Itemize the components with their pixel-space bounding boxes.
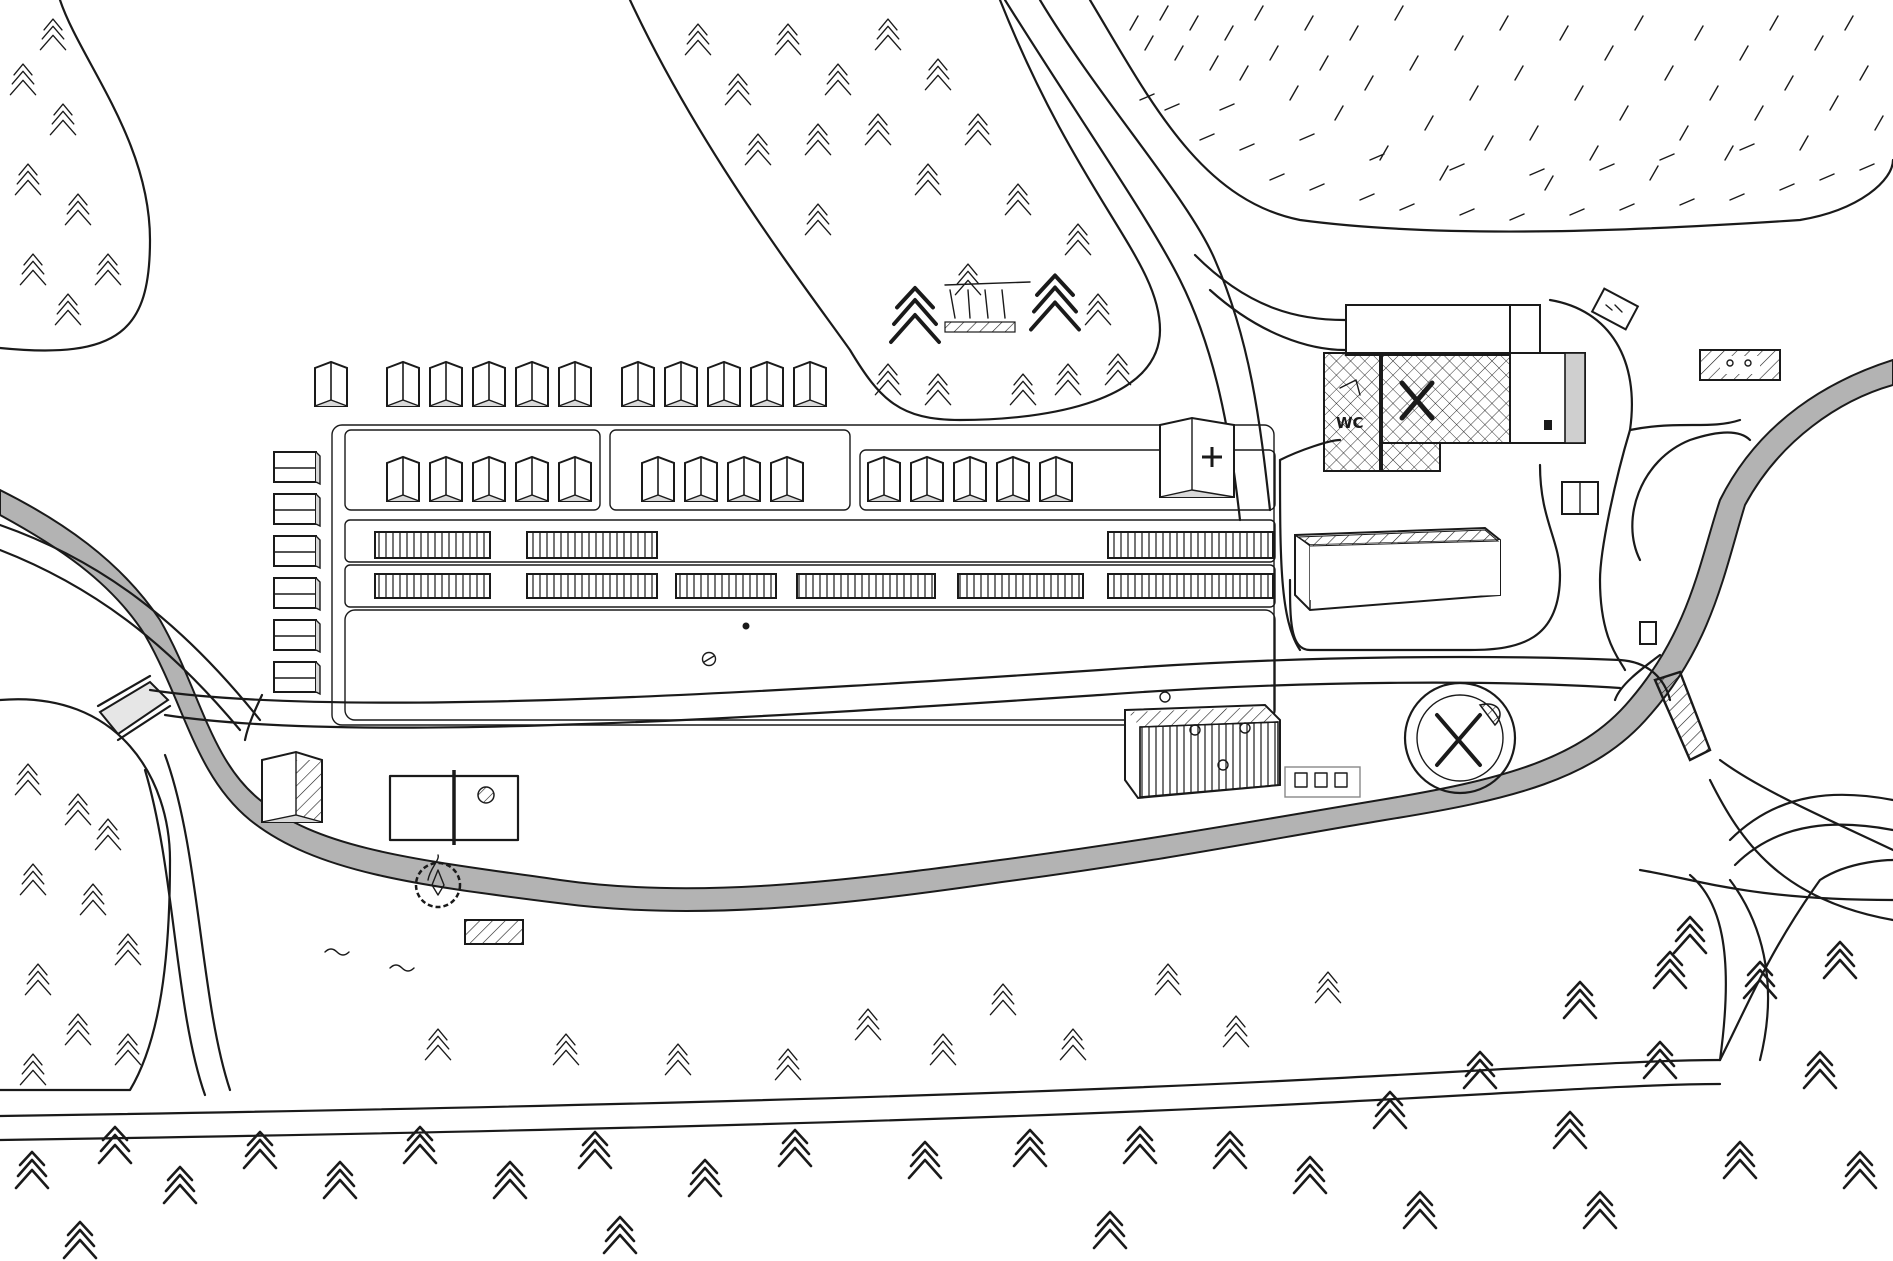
storage-hut (261, 750, 323, 823)
beehive-boxes (1284, 766, 1361, 798)
campfire-icon (414, 854, 462, 909)
apiary (1124, 691, 1281, 800)
bench (464, 919, 524, 945)
fork-knife-icon (1399, 380, 1435, 421)
forest-west-lower (14, 763, 142, 1086)
first-aid-building (1159, 416, 1235, 498)
river (0, 358, 1893, 912)
hammock-icon (944, 321, 1016, 333)
volleyball-court (388, 770, 520, 845)
bee-icon (1159, 691, 1251, 771)
shed-small (1561, 481, 1599, 515)
forest-west-upper (9, 18, 122, 326)
gate-east (1613, 653, 1662, 702)
wc-label: WC (1336, 414, 1364, 432)
forest-north-east (1129, 5, 1884, 221)
slackline-area (889, 276, 1079, 344)
warehouse (1294, 526, 1501, 612)
tent-rows (374, 531, 1274, 599)
bridge-west (96, 674, 172, 742)
restaurant-block (1379, 352, 1511, 444)
cabin-row-top (314, 361, 827, 407)
no-entry-icon (701, 651, 717, 667)
wc-icon: WC (1336, 379, 1364, 432)
cabin-row-middle (386, 456, 1073, 502)
sign-board (1699, 349, 1781, 381)
roads (0, 0, 1893, 1142)
toilets-block (1323, 352, 1383, 472)
circular-pond (1403, 681, 1517, 795)
gate-west (243, 693, 264, 742)
info-board (1590, 287, 1640, 331)
ball-icon (477, 786, 495, 804)
main-lodge: WC (1323, 304, 1586, 472)
marker-dot (742, 622, 750, 630)
gate-post (1639, 621, 1657, 645)
cabin-column-left (273, 451, 321, 695)
meadow-trees (424, 963, 1342, 1081)
crossed-oars-icon (1435, 713, 1482, 767)
plus-icon (1202, 447, 1222, 467)
water-ripple (324, 948, 415, 972)
